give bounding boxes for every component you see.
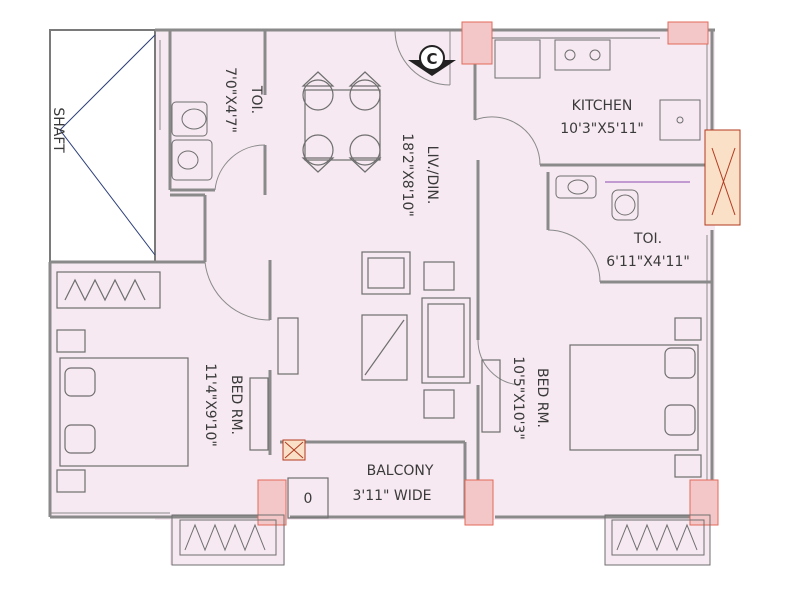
balcony-dims: 3'11" WIDE — [352, 488, 431, 504]
living-dims: 18'2"X8'10" — [399, 133, 415, 217]
balcony-fixtures: 0 — [282, 439, 329, 519]
living-name: LIV./DIN. — [424, 146, 440, 205]
door-swings — [204, 29, 601, 386]
window-bays — [171, 514, 711, 566]
room-labels: TOI. 7'0"X4'7" LIV./DIN. 18'2"X8'10" KIT… — [202, 67, 690, 504]
bed1-dims: 11'4"X9'10" — [202, 363, 218, 447]
shaft: SHAFT — [49, 29, 156, 263]
compass-label: C — [426, 50, 437, 68]
toilet1-fixtures — [171, 101, 213, 181]
dining-set — [301, 71, 382, 173]
bed1-name: BED RM. — [228, 375, 244, 435]
balcony-name: BALCONY — [367, 463, 434, 479]
toilet1-dims: 7'0"X4'7" — [222, 67, 238, 133]
compass-marker-icon: C — [408, 45, 456, 76]
toilet2-name: TOI. — [633, 231, 662, 247]
kitchen-dims: 10'3"X5'11" — [560, 121, 644, 137]
toilet2-dims: 6'11"X4'11" — [606, 254, 690, 270]
bed2-furniture — [481, 317, 702, 478]
toilet1-name: TOI. — [248, 85, 264, 114]
windows — [50, 40, 708, 514]
living-furniture — [361, 251, 471, 419]
toilet2-fixtures — [555, 175, 690, 221]
bed2-dims: 10'5"X10'3" — [510, 356, 526, 440]
kitchen-name: KITCHEN — [572, 98, 633, 114]
washer-label: 0 — [304, 491, 313, 507]
walls — [48, 28, 715, 520]
shaft-label: SHAFT — [50, 107, 66, 153]
columns — [257, 21, 741, 526]
bed1-furniture — [56, 271, 299, 493]
bed2-name: BED RM. — [534, 368, 550, 428]
kitchen-fixtures — [492, 37, 701, 141]
